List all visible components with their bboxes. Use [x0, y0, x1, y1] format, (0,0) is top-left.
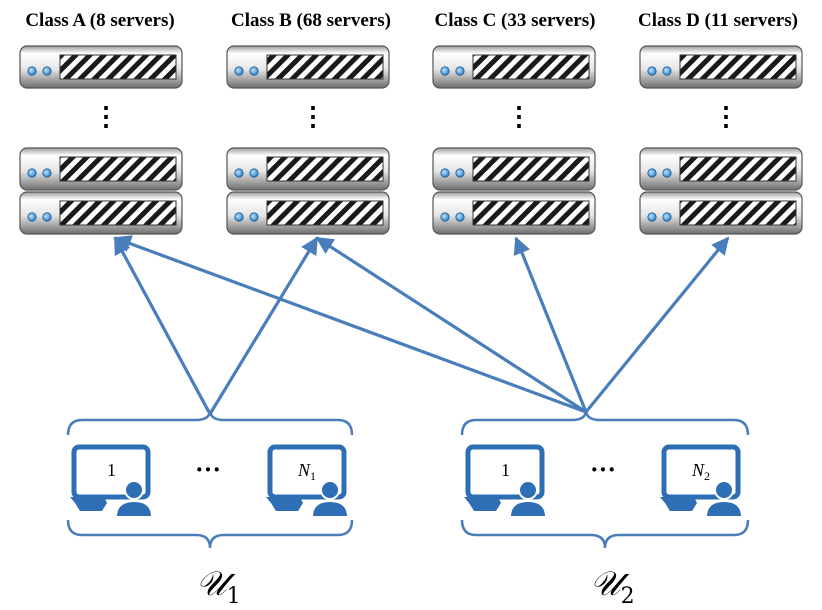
user-workstation-n-u2: N2 — [660, 444, 744, 518]
user-first-number-u2: 1 — [501, 460, 510, 480]
server-unit-icon — [639, 147, 803, 191]
bottom-brace-u2 — [460, 519, 750, 549]
server-stack-c: ⋮ — [432, 45, 596, 235]
computer-user-icon — [266, 444, 350, 518]
server-unit-icon — [226, 45, 390, 89]
connection-arrows — [113, 235, 730, 415]
user-workstation-1-u1: 1 — [70, 444, 154, 518]
user-first-number-u1: 1 — [107, 460, 116, 480]
user-workstation-1-u2: 1 — [464, 444, 548, 518]
user-workstation-n-u1: N1 — [266, 444, 350, 518]
arrow-u1-to-class-b — [208, 236, 319, 415]
server-stacks: ⋮ ⋮ ⋮ ⋮ — [19, 45, 803, 235]
server-stack-ellipsis: ⋮ — [300, 102, 326, 131]
server-stack-a: ⋮ — [19, 45, 183, 235]
server-unit-icon — [19, 147, 183, 191]
server-stack-ellipsis: ⋮ — [506, 102, 532, 131]
server-unit-icon — [19, 45, 183, 89]
class-c-title: Class C (33 servers) — [435, 10, 596, 31]
user-last-label-u2: N2 — [691, 460, 710, 483]
group-label-u1: 𝒰1 — [196, 564, 241, 609]
computer-user-icon — [70, 444, 154, 518]
arrow-u2-to-class-d — [584, 236, 730, 414]
server-unit-icon — [19, 191, 183, 235]
server-unit-icon — [432, 45, 596, 89]
computer-user-icon — [660, 444, 744, 518]
user-last-label-u1: N1 — [297, 460, 316, 483]
class-b-title: Class B (68 servers) — [231, 10, 391, 31]
group-label-u2: 𝒰2 — [590, 564, 635, 609]
arrow-u2-to-class-a — [113, 235, 587, 414]
server-unit-icon — [226, 191, 390, 235]
server-stack-b: ⋮ — [226, 45, 390, 235]
bottom-brace-u1 — [66, 519, 354, 549]
class-a-title: Class A (8 servers) — [25, 10, 174, 31]
top-brace-u1 — [66, 409, 354, 436]
server-unit-icon — [226, 147, 390, 191]
server-unit-icon — [639, 45, 803, 89]
server-stack-ellipsis: ⋮ — [713, 102, 739, 131]
server-unit-icon — [432, 147, 596, 191]
arrow-u2-to-class-b — [315, 236, 587, 414]
user-group-u2: 1 ··· N2 𝒰2 — [460, 409, 750, 609]
top-brace-u2 — [460, 409, 750, 436]
server-unit-icon — [432, 191, 596, 235]
arrow-u2-to-class-c — [513, 236, 588, 413]
server-stack-ellipsis: ⋮ — [93, 102, 119, 131]
users-ellipsis-u2: ··· — [590, 455, 616, 484]
server-unit-icon — [639, 191, 803, 235]
server-stack-d: ⋮ — [639, 45, 803, 235]
computer-user-icon — [464, 444, 548, 518]
user-group-u1: 1 ··· N1 𝒰1 — [66, 409, 354, 609]
users-ellipsis-u1: ··· — [195, 455, 221, 484]
arrow-u1-to-class-a — [113, 236, 212, 415]
class-d-title: Class D (11 servers) — [638, 10, 798, 31]
